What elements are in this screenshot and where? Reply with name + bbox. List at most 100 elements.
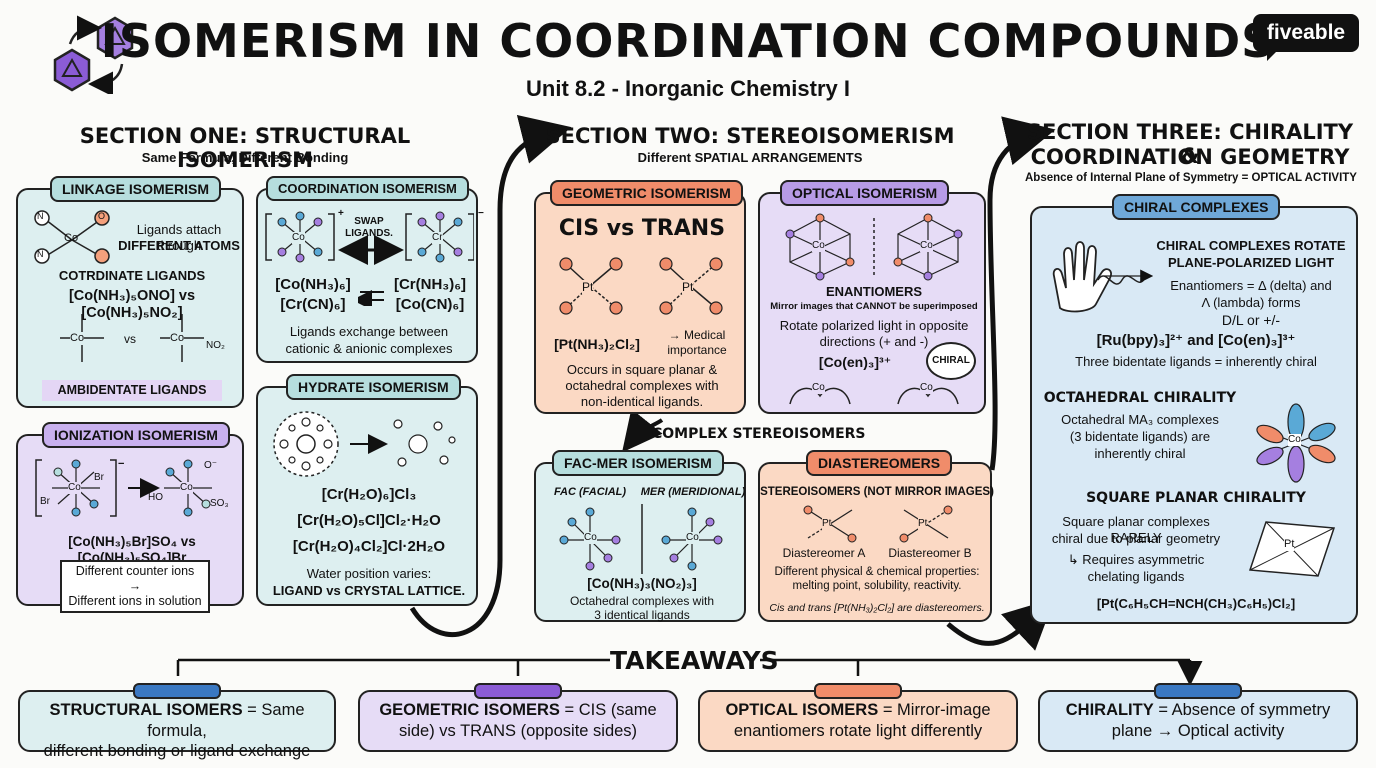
ionization-note: Different counter ions → Different ions … — [60, 560, 210, 613]
takeaway-structural-pill — [133, 683, 221, 699]
takeaway-optical-line2: enantiomers rotate light differently — [733, 721, 983, 740]
section-one-subtitle: Same Formula, Different Bonding — [141, 150, 349, 165]
linkage-isomerism-card: LINKAGE ISOMERISM N N O Co Ligands attac… — [16, 176, 244, 408]
diastereomers-desc-2: melting point, solubility, reactivity. — [792, 580, 962, 592]
coord-atom-co: Co — [292, 232, 305, 244]
takeaway-structural-line1: STRUCTURAL ISOMERS = Same formula, — [49, 701, 305, 740]
geometric-desc-2: octahedral complexes with — [565, 378, 719, 393]
facmer-isomerism-tag: FAC-MER ISOMERISM — [552, 450, 724, 476]
coord-swap-1: SWAP — [354, 216, 384, 227]
octahedral-desc-2: (3 bidentate ligands) are — [1069, 429, 1211, 444]
optical-atom-co4: Co — [920, 382, 933, 394]
octahedral-desc-1: Octahedral MA₃ complexes — [1061, 412, 1219, 427]
linkage-formula: [Co(NH₃)₅ONO] vs [Co(NH₃)₅NO₂] — [68, 288, 196, 322]
ion-atom-ominus: O⁻ — [204, 460, 218, 471]
linkage-struct-vs: vs — [124, 332, 136, 346]
section-one-title: SECTION ONE: STRUCTURAL ISOMERISM — [79, 124, 411, 173]
facmer-formula: [Co(NH₃)₃(NO₂)₃] — [587, 576, 697, 591]
octahedral-desc-3: inherently chiral — [1094, 446, 1186, 461]
coord-equilibrium-arrows — [358, 286, 384, 306]
diastereomer-b-label: Diastereomer B — [888, 546, 972, 560]
optical-isomerism-tag: OPTICAL ISOMERISM — [780, 180, 950, 206]
page-title: ISOMERISM IN COORDINATION COMPOUNDS — [100, 14, 1276, 68]
en-chelate-diagram — [789, 387, 959, 405]
geometric-desc-1: Occurs in square planar & — [566, 362, 718, 377]
geometric-formula: [Pt(NH₃)₂Cl₂] — [554, 336, 640, 352]
cis-trans-diagram — [559, 257, 723, 315]
hydrate-diagram — [273, 411, 456, 477]
enantiomer-diagram — [785, 213, 963, 281]
diast-atom-pt1: Pt — [822, 518, 832, 530]
coord-formula-right-1: [Cr(NH₃)₆] — [393, 276, 467, 293]
hydrate-formula-1: [Cr(H₂O)₆]Cl₃ — [321, 486, 417, 503]
takeaway-geometric-line1: GEOMETRIC ISOMERS = CIS (same — [379, 701, 657, 719]
chiral-complexes-tag: CHIRAL COMPLEXES — [1112, 194, 1281, 220]
page-subtitle: Unit 8.2 - Inorganic Chemistry I — [526, 76, 850, 101]
coordination-isomerism-card: COORDINATION ISOMERISM Co Cr + − SWAP LI… — [256, 176, 484, 363]
optical-atom-co3: Co — [812, 382, 825, 394]
linkage-complex-diagram — [34, 210, 110, 264]
takeaway-chirality-pill — [1154, 683, 1242, 699]
square-planar-formula: [Pt(C₆H₅CH=NCH(CH₃)C₆H₅)Cl₂] — [1096, 596, 1296, 611]
diastereomer-diagram — [803, 505, 953, 543]
geometric-atom-pt1: Pt — [582, 280, 594, 295]
optical-desc-1: Mirror images that CANNOT be superimpose… — [770, 301, 978, 312]
hydrate-formula-2: [Cr(H₂O)₅Cl]Cl₂·H₂O — [297, 512, 441, 529]
chiral-example: [Ru(bpy)₃]²⁺ and [Co(en)₃]³⁺ — [1096, 332, 1296, 349]
coord-formula-left-1: [Co(NH₃)₆] — [275, 276, 351, 293]
coord-charge-minus: − — [478, 208, 484, 219]
linkage-desc-1: Ligands attach through — [136, 222, 222, 253]
linkage-atom-co: Co — [64, 232, 79, 244]
optical-desc-3: directions (+ and -) — [819, 334, 929, 349]
ion-atom-ho: HO — [148, 492, 163, 503]
hydrate-isomerism-card: HYDRATE ISOMERISM [Cr(H₂O)₆]Cl₃ [Cr(H₂O)… — [256, 374, 478, 606]
ionization-note-2: Different ions in solution — [68, 594, 202, 608]
hydrate-desc-1: Water position varies: — [306, 566, 432, 581]
geometric-desc-3: non-identical ligands. — [580, 394, 704, 409]
diastereomers-tag: DIASTEREOMERS — [806, 450, 953, 476]
diastereomers-note: Cis and trans [Pt(NH₃)₂Cl₂] are diastere… — [769, 602, 985, 614]
mer-atom-co: Co — [686, 532, 699, 544]
diastereomers-heading: STEREOISOMERS (NOT MIRROR IMAGES) — [760, 486, 994, 498]
chiral-example-note: Three bidentate ligands = inherently chi… — [1075, 354, 1317, 369]
linkage-label: COTRDINATE LIGANDS — [58, 268, 206, 283]
linkage-atom-o: O — [98, 211, 106, 221]
facmer-isomerism-card: FAC-MER ISOMERISM FAC (FACIAL) MER (MERI… — [534, 450, 746, 622]
linkage-struct-co2: Co — [170, 332, 185, 346]
section-three-subtitle: Absence of Internal Plane of Symmetry = … — [1025, 172, 1357, 184]
fac-label: FAC (FACIAL) — [553, 486, 627, 498]
ionization-isomerism-card: IONIZATION ISOMERISM Co Br Br − Co HO SO… — [16, 422, 244, 613]
diastereomer-a-label: Diastereomer A — [782, 546, 866, 560]
enantiomer-forms-2: Λ (lambda) forms — [1201, 295, 1301, 310]
mer-label: MER (MERIDIONAL) — [640, 486, 746, 498]
takeaway-optical-line1: OPTICAL ISOMERS = Mirror-image — [725, 701, 991, 719]
coordination-isomerism-tag: COORDINATION ISOMERISM — [266, 176, 469, 201]
octahedral-chirality-title: OCTAHEDRAL CHIRALITY — [1043, 390, 1237, 406]
chiral-badge: CHIRAL — [926, 342, 976, 380]
takeaway-chirality-line2: plane → Optical activity — [1111, 721, 1285, 740]
linkage-atom-n1: N — [37, 211, 44, 221]
coord-swap-2: LIGANDS. — [345, 228, 393, 239]
geometric-note-2: importance — [667, 343, 727, 357]
rotate-light-2: PLANE-POLARIZED LIGHT — [1167, 255, 1335, 270]
hydrate-desc-2: LIGAND vs CRYSTAL LATTICE. — [272, 583, 466, 598]
linkage-desc-2: DIFFERENT ATOMS — [118, 238, 240, 253]
optical-atom-co1: Co — [812, 240, 825, 252]
cis-trans-heading: CIS vs TRANS — [558, 216, 726, 241]
coord-charge-plus: + — [338, 208, 344, 219]
complex-stereoisomers-label: COMPLEX STEREOISOMERS — [652, 426, 866, 442]
square-planar-desc-3: ↳ Requires asymmetric — [1067, 552, 1205, 567]
optical-formula: [Co(en)₃]³⁺ — [818, 354, 892, 370]
geometric-isomerism-tag: GEOMETRIC ISOMERISM — [550, 180, 743, 206]
octahedral-chirality-diagram — [1256, 403, 1336, 483]
square-planar-title: SQUARE PLANAR CHIRALITY — [1086, 490, 1306, 506]
takeaway-geometric: GEOMETRIC ISOMERS = CIS (same side) vs T… — [358, 683, 678, 752]
chiral-complexes-card: CHIRAL COMPLEXES CHIRAL COMPLEXES ROTATE… — [1030, 194, 1358, 624]
square-planar-desc-2: chiral due to planar geometry — [1051, 531, 1221, 546]
coord-desc-2: cationic & anionic complexes — [285, 341, 453, 356]
facmer-desc-1: Octahedral complexes with — [569, 594, 715, 608]
takeaways-title: TAKEAWAYS — [610, 646, 779, 675]
facmer-diagram — [559, 504, 723, 574]
takeaway-optical-pill — [814, 683, 902, 699]
hydrate-formula-3: [Cr(H₂O)₄Cl₂]Cl·2H₂O — [292, 538, 446, 555]
